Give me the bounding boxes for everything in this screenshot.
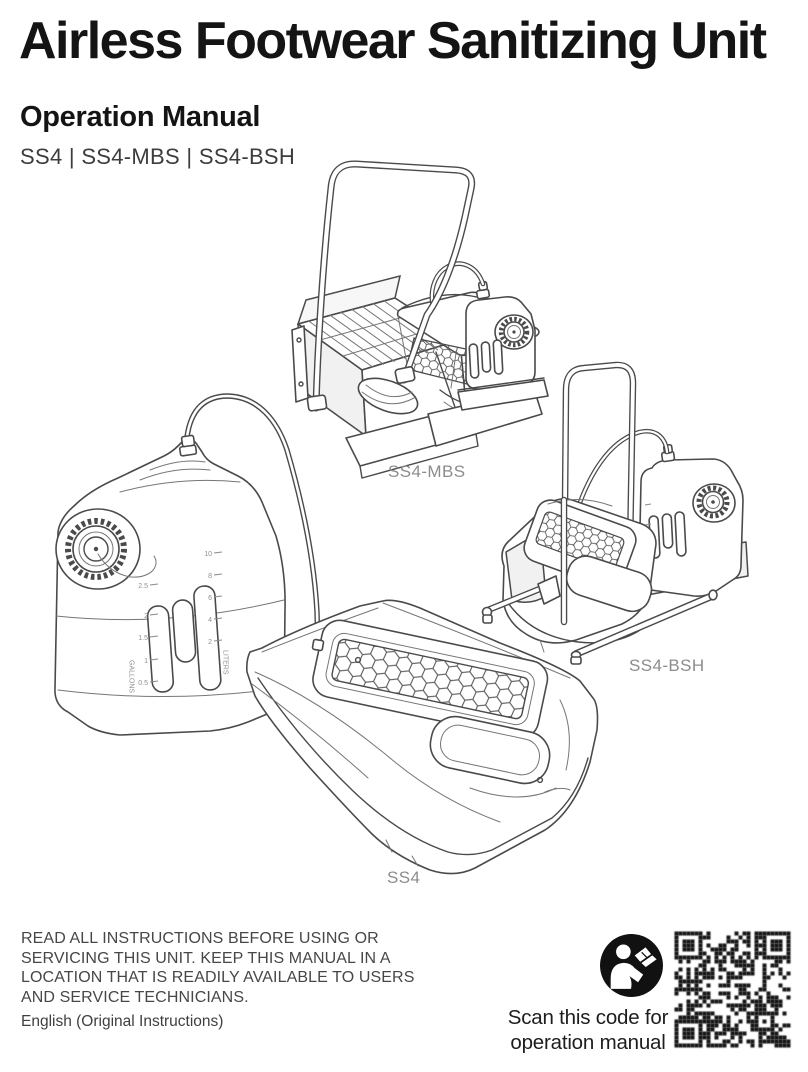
mbs-tank [457,280,549,411]
tank-rib-slot [193,585,222,691]
svg-text:10: 10 [204,551,212,558]
tank-rib-slot [171,599,197,663]
warning-line: READ ALL INSTRUCTIONS BEFORE USING OR [21,930,379,947]
svg-text:2.5: 2.5 [138,583,148,590]
tank-cap [55,508,157,590]
illustration-ss4-bsh [481,365,749,665]
qr-caption-line: Scan this code for [507,1006,669,1029]
open-book-glyph [632,945,659,969]
svg-text:4: 4 [208,617,212,624]
tank-outlet-fitting [178,434,198,457]
qr-code [673,930,792,1049]
svg-text:1: 1 [144,658,148,665]
tank-rib-slot [146,605,175,693]
warning-line: SERVICING THIS UNIT. KEEP THIS MANUAL IN… [21,949,391,967]
page-title: Airless Footwear Sanitizing Unit [19,12,767,70]
warning-line: AND SERVICE TECHNICIANS. [21,988,249,1006]
bsh-stand-rails [481,575,718,665]
bsh-tank [638,443,744,597]
svg-text:1.5: 1.5 [138,635,148,642]
label-ss4-bsh: SS4-BSH [629,656,705,675]
ss4-heel-cup [429,715,551,785]
warning-text: READ ALL INSTRUCTIONS BEFORE USING OR SE… [21,929,414,1007]
qr-caption-line: operation manual [510,1031,666,1054]
ss4-grate [331,638,530,720]
bsh-grate [535,511,625,571]
svg-text:LITERS: LITERS [222,650,229,675]
svg-text:GALLONS: GALLONS [128,660,135,693]
tank-gallons-scale: 2.5 2 1.5 1 0.5 GALLONS [128,583,159,693]
read-manual-icon [600,934,663,997]
ss4-hose-inlet [311,638,325,652]
label-ss4: SS4 [387,868,421,887]
illustration-ss4 [246,599,599,875]
bsh-unit [501,498,657,653]
svg-text:2: 2 [208,639,212,646]
mbs-roller-brush [357,377,419,415]
manual-subtitle: Operation Manual [20,101,261,133]
svg-text:6: 6 [208,595,212,602]
svg-text:2: 2 [144,613,148,620]
svg-text:8: 8 [208,573,212,580]
warning-line: LOCATION THAT IS READILY AVAILABLE TO US… [21,969,415,987]
language-note: English (Original Instructions) [21,1013,224,1030]
illustration-ss4-mbs [291,164,549,479]
mbs-handlebar [306,164,472,412]
svg-text:0.5: 0.5 [138,680,148,687]
tank-liters-scale: 10 8 6 4 2 LITERS [204,551,228,675]
model-numbers: SS4 | SS4-MBS | SS4-BSH [20,144,296,169]
qr-caption: Scan this code for operation manual [497,1005,679,1055]
label-ss4-mbs: SS4-MBS [388,462,466,481]
illustration-tank: 2.5 2 1.5 1 0.5 GALLONS 10 8 6 4 2 LITER… [54,434,286,736]
